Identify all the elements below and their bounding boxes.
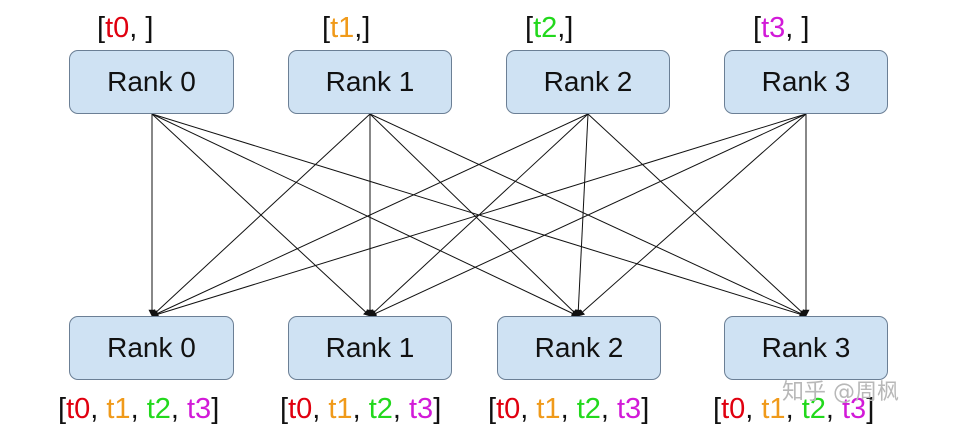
bottom-tensor-3-item-t3: t3: [842, 393, 867, 425]
top-rank-box-1: Rank 1: [288, 50, 452, 114]
top-tensor-label-3: [t3, ]: [753, 12, 809, 44]
watermark: 知乎 @周枫: [782, 380, 899, 405]
bottom-tensor-1-item-t3: t3: [409, 393, 434, 425]
edge-rank1-to-rank2: [369, 113, 579, 317]
bottom-tensor-2-close-bracket: ]: [641, 393, 650, 425]
bottom-tensor-0-item-t0: t0: [66, 393, 91, 425]
bottom-tensor-2-item-t1: t1: [536, 393, 561, 425]
bottom-tensor-0-separator: ,: [130, 393, 147, 425]
top-tensor-2-close-bracket: ,]: [557, 12, 574, 44]
bottom-rank-box-0: Rank 0: [69, 316, 234, 380]
edge-rank2-to-rank3: [587, 113, 807, 317]
bottom-rank-box-1: Rank 1: [288, 316, 452, 380]
bottom-tensor-2-item-t3: t3: [617, 393, 642, 425]
bottom-tensor-1-open-bracket: [: [280, 393, 289, 425]
bottom-tensor-0-open-bracket: [: [58, 393, 67, 425]
bottom-tensor-3-separator: ,: [785, 393, 802, 425]
top-tensor-label-2: [t2,]: [525, 12, 573, 44]
top-tensor-2-item-t2: t2: [533, 12, 558, 44]
bottom-tensor-1-close-bracket: ]: [433, 393, 442, 425]
bottom-tensor-3-separator: ,: [825, 393, 842, 425]
bottom-tensor-2-open-bracket: [: [488, 393, 497, 425]
top-tensor-label-0: [t0, ]: [97, 12, 153, 44]
top-rank-box-2: Rank 2: [506, 50, 670, 114]
edge-rank2-to-rank0: [151, 113, 589, 317]
bottom-rank-box-3: Rank 3: [724, 316, 888, 380]
bottom-tensor-0-close-bracket: ]: [211, 393, 220, 425]
top-tensor-3-close-bracket: , ]: [785, 12, 810, 44]
bottom-tensor-2-separator: ,: [600, 393, 617, 425]
bottom-tensor-0-item-t1: t1: [106, 393, 131, 425]
top-tensor-1-open-bracket: [: [322, 12, 331, 44]
bottom-tensor-3-open-bracket: [: [713, 393, 722, 425]
bottom-tensor-3-item-t1: t1: [761, 393, 786, 425]
bottom-tensor-1-separator: ,: [352, 393, 369, 425]
bottom-tensor-2-separator: ,: [520, 393, 537, 425]
bottom-tensor-1-separator: ,: [392, 393, 409, 425]
top-tensor-3-open-bracket: [: [753, 12, 762, 44]
bottom-tensor-3-item-t0: t0: [721, 393, 746, 425]
bottom-tensor-0-item-t2: t2: [146, 393, 171, 425]
bottom-tensor-3-close-bracket: ]: [866, 393, 875, 425]
bottom-tensor-label-3: [t0, t1, t2, t3]: [713, 393, 874, 425]
bottom-tensor-0-separator: ,: [170, 393, 187, 425]
bottom-tensor-2-separator: ,: [560, 393, 577, 425]
bottom-tensor-label-0: [t0, t1, t2, t3]: [58, 393, 219, 425]
edge-rank3-to-rank1: [369, 113, 807, 317]
bottom-tensor-3-item-t2: t2: [801, 393, 826, 425]
edge-rank3-to-rank2: [577, 113, 807, 317]
edge-rank2-to-rank2: [574, 113, 589, 317]
top-tensor-0-close-bracket: , ]: [129, 12, 154, 44]
bottom-tensor-1-item-t1: t1: [328, 393, 353, 425]
bottom-rank-box-2: Rank 2: [497, 316, 661, 380]
top-tensor-label-1: [t1,]: [322, 12, 370, 44]
edge-rank0-to-rank2: [151, 113, 579, 317]
top-rank-box-0: Rank 0: [69, 50, 234, 114]
bottom-tensor-1-item-t2: t2: [368, 393, 393, 425]
bottom-tensor-2-item-t0: t0: [496, 393, 521, 425]
top-tensor-2-open-bracket: [: [525, 12, 534, 44]
top-tensor-1-close-bracket: ,]: [354, 12, 371, 44]
bottom-tensor-1-separator: ,: [312, 393, 329, 425]
bottom-tensor-label-2: [t0, t1, t2, t3]: [488, 393, 649, 425]
top-rank-box-3: Rank 3: [724, 50, 888, 114]
bottom-tensor-2-item-t2: t2: [576, 393, 601, 425]
edge-rank1-to-rank0: [151, 113, 371, 317]
top-tensor-0-item-t0: t0: [105, 12, 130, 44]
bottom-tensor-1-item-t0: t0: [288, 393, 313, 425]
top-tensor-3-item-t3: t3: [761, 12, 786, 44]
bottom-tensor-0-separator: ,: [90, 393, 107, 425]
bottom-tensor-label-1: [t0, t1, t2, t3]: [280, 393, 441, 425]
edge-rank3-to-rank0: [151, 113, 807, 318]
top-tensor-0-open-bracket: [: [97, 12, 106, 44]
top-tensor-1-item-t1: t1: [330, 12, 355, 44]
bottom-tensor-0-item-t3: t3: [187, 393, 212, 425]
bottom-tensor-3-separator: ,: [745, 393, 762, 425]
